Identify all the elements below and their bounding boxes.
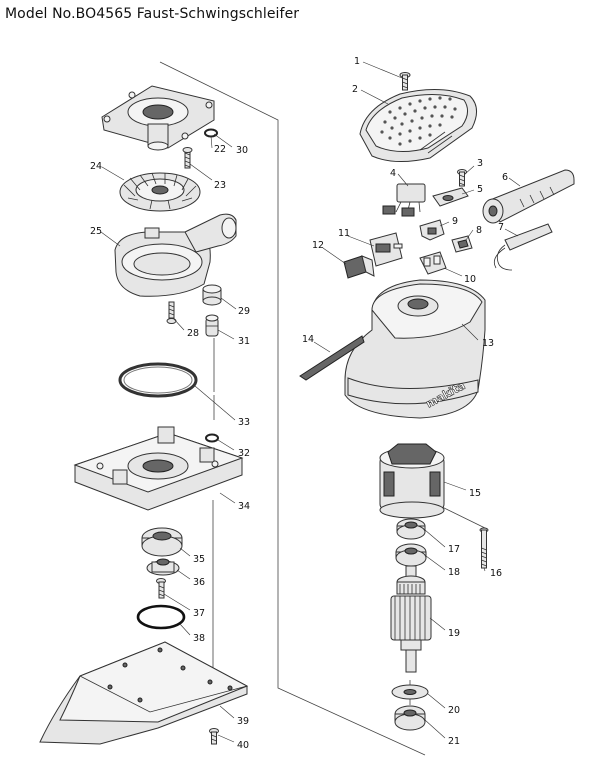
callout-12: 12 <box>312 240 324 251</box>
callout-29: 29 <box>238 306 250 317</box>
part-3-screw-icon[interactable] <box>457 169 467 187</box>
part-10-terminal-block[interactable] <box>419 251 447 275</box>
part-37-screw-icon[interactable] <box>156 578 166 599</box>
part-35-bearing-icon[interactable] <box>141 527 183 557</box>
part-29-bushing[interactable] <box>202 284 222 306</box>
part-24-fan-icon[interactable] <box>119 172 201 212</box>
part-36-eccentric[interactable] <box>146 558 180 576</box>
callout-3: 3 <box>477 158 483 169</box>
callout-labels: 1 2 3 4 5 6 7 8 9 10 11 12 13 14 15 16 1… <box>90 56 508 751</box>
assembly-frame-lines <box>159 61 486 756</box>
part-1-screw-icon[interactable] <box>399 72 411 91</box>
callout-32: 32 <box>238 448 250 459</box>
callout-33: 33 <box>238 417 250 428</box>
part-31-rubber-pin[interactable] <box>205 314 219 337</box>
part-12-switch-button[interactable] <box>343 255 375 279</box>
part-32-o-ring[interactable] <box>205 433 219 443</box>
part-30-upper-housing-cap[interactable] <box>101 85 215 151</box>
leader-lines <box>100 61 521 743</box>
part-2-palm-cover[interactable] <box>359 88 477 162</box>
callout-38: 38 <box>193 633 205 644</box>
callout-39: 39 <box>237 716 249 727</box>
callout-30: 30 <box>236 145 248 156</box>
part-40-screw-icon[interactable] <box>209 728 219 745</box>
part-33-ring[interactable] <box>118 362 198 398</box>
callout-22: 22 <box>214 144 226 155</box>
part-5-cord-clamp[interactable] <box>432 187 469 207</box>
callout-13: 13 <box>482 338 494 349</box>
callout-16: 16 <box>490 568 502 579</box>
callout-18: 18 <box>448 567 460 578</box>
callout-20: 20 <box>448 705 460 716</box>
part-18-baffle-ring[interactable] <box>395 543 427 567</box>
callout-6: 6 <box>502 172 508 183</box>
part-13-motor-housing[interactable]: makita <box>344 279 486 419</box>
callout-14: 14 <box>302 334 314 345</box>
callout-35: 35 <box>193 554 205 565</box>
part-16-long-screw-icon[interactable] <box>479 527 489 569</box>
callout-1: 1 <box>354 56 360 67</box>
callout-5: 5 <box>477 184 483 195</box>
callout-28: 28 <box>187 328 199 339</box>
part-20-washer[interactable] <box>391 684 429 700</box>
callout-21: 21 <box>448 736 460 747</box>
callout-37: 37 <box>193 608 205 619</box>
callout-34: 34 <box>238 501 250 512</box>
page-title: Model No.BO4565 Faust-Schwingschleifer <box>5 6 300 22</box>
part-14-label-strip[interactable] <box>299 335 365 381</box>
part-23-screw-icon[interactable] <box>182 147 193 169</box>
callout-10: 10 <box>464 274 476 285</box>
callout-17: 17 <box>448 544 460 555</box>
part-17-bearing-icon[interactable] <box>396 518 426 540</box>
part-7-power-cord[interactable] <box>493 223 553 271</box>
part-8-connector[interactable] <box>451 235 473 253</box>
callout-40: 40 <box>237 740 249 751</box>
callout-2: 2 <box>352 84 358 95</box>
part-15-stator[interactable] <box>379 443 445 519</box>
part-25-fan-housing[interactable] <box>114 213 237 297</box>
part-28-screw-icon[interactable] <box>166 301 177 324</box>
part-34-base-plate[interactable] <box>73 426 244 511</box>
callout-11: 11 <box>338 228 350 239</box>
callout-8: 8 <box>476 225 482 236</box>
part-4-noise-suppressor[interactable] <box>382 183 426 217</box>
callout-23: 23 <box>214 180 226 191</box>
part-6-cord-guard[interactable] <box>482 169 575 224</box>
callout-4: 4 <box>390 168 396 179</box>
callout-9: 9 <box>452 216 458 227</box>
part-19-armature-icon[interactable] <box>390 565 432 673</box>
part-9-switch-lever[interactable] <box>419 219 445 241</box>
part-11-switch[interactable] <box>369 232 403 267</box>
callout-31: 31 <box>238 336 250 347</box>
part-39-pad-icon[interactable] <box>39 641 249 745</box>
part-21-bearing-icon[interactable] <box>394 705 426 731</box>
callout-19: 19 <box>448 628 460 639</box>
callout-7: 7 <box>498 222 504 233</box>
callout-24: 24 <box>90 161 102 172</box>
callout-15: 15 <box>469 488 481 499</box>
part-38-o-ring[interactable] <box>136 604 186 630</box>
callout-36: 36 <box>193 577 205 588</box>
part-22-o-ring[interactable] <box>204 128 218 138</box>
callout-25: 25 <box>90 226 102 237</box>
